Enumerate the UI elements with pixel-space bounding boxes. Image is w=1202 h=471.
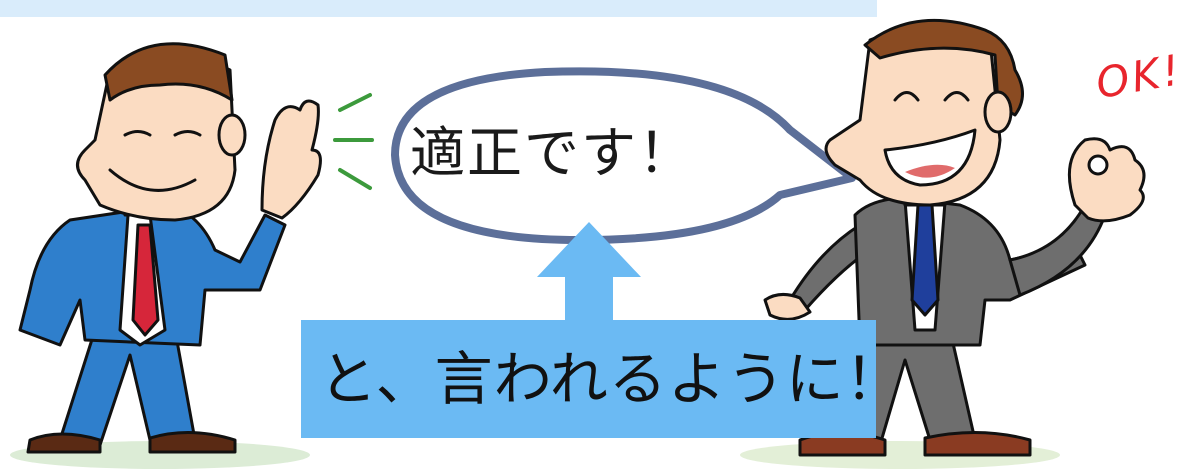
top-banner — [0, 0, 877, 17]
left-man-legs — [58, 328, 197, 447]
right-man-tongue — [905, 164, 955, 178]
left-man-tie — [131, 223, 160, 337]
right-man-hair — [863, 18, 1024, 117]
right-man-ear — [983, 90, 1013, 134]
left-man-shoe-left — [26, 432, 102, 454]
right-man-eye-right — [943, 91, 970, 102]
right-man-eye-left — [893, 91, 920, 102]
right-man-ok-circle — [1087, 154, 1109, 176]
up-arrow — [537, 222, 641, 322]
right-businessman — [763, 18, 1146, 457]
right-man-left-hand — [763, 293, 812, 321]
left-man-smile — [108, 168, 197, 192]
left-man-hair — [103, 42, 234, 102]
listening-marks — [333, 93, 374, 190]
caption-box: と、言われるように！ — [301, 320, 903, 438]
right-man-tie — [910, 203, 940, 317]
caption-text: と、言われるように！ — [319, 345, 904, 413]
speech-bubble-outline — [391, 67, 856, 244]
speech-bubble-text: 適正です！ — [410, 121, 696, 185]
right-man-shoe-right — [923, 430, 1032, 457]
left-man-shoe-right — [148, 431, 237, 454]
right-man-ok-hand — [1067, 137, 1146, 223]
left-man-eye-right — [173, 130, 202, 137]
left-man-eye-left — [123, 130, 152, 137]
left-man-ear — [217, 113, 247, 157]
left-man-raised-hand — [260, 99, 322, 220]
left-businessman — [18, 42, 374, 454]
